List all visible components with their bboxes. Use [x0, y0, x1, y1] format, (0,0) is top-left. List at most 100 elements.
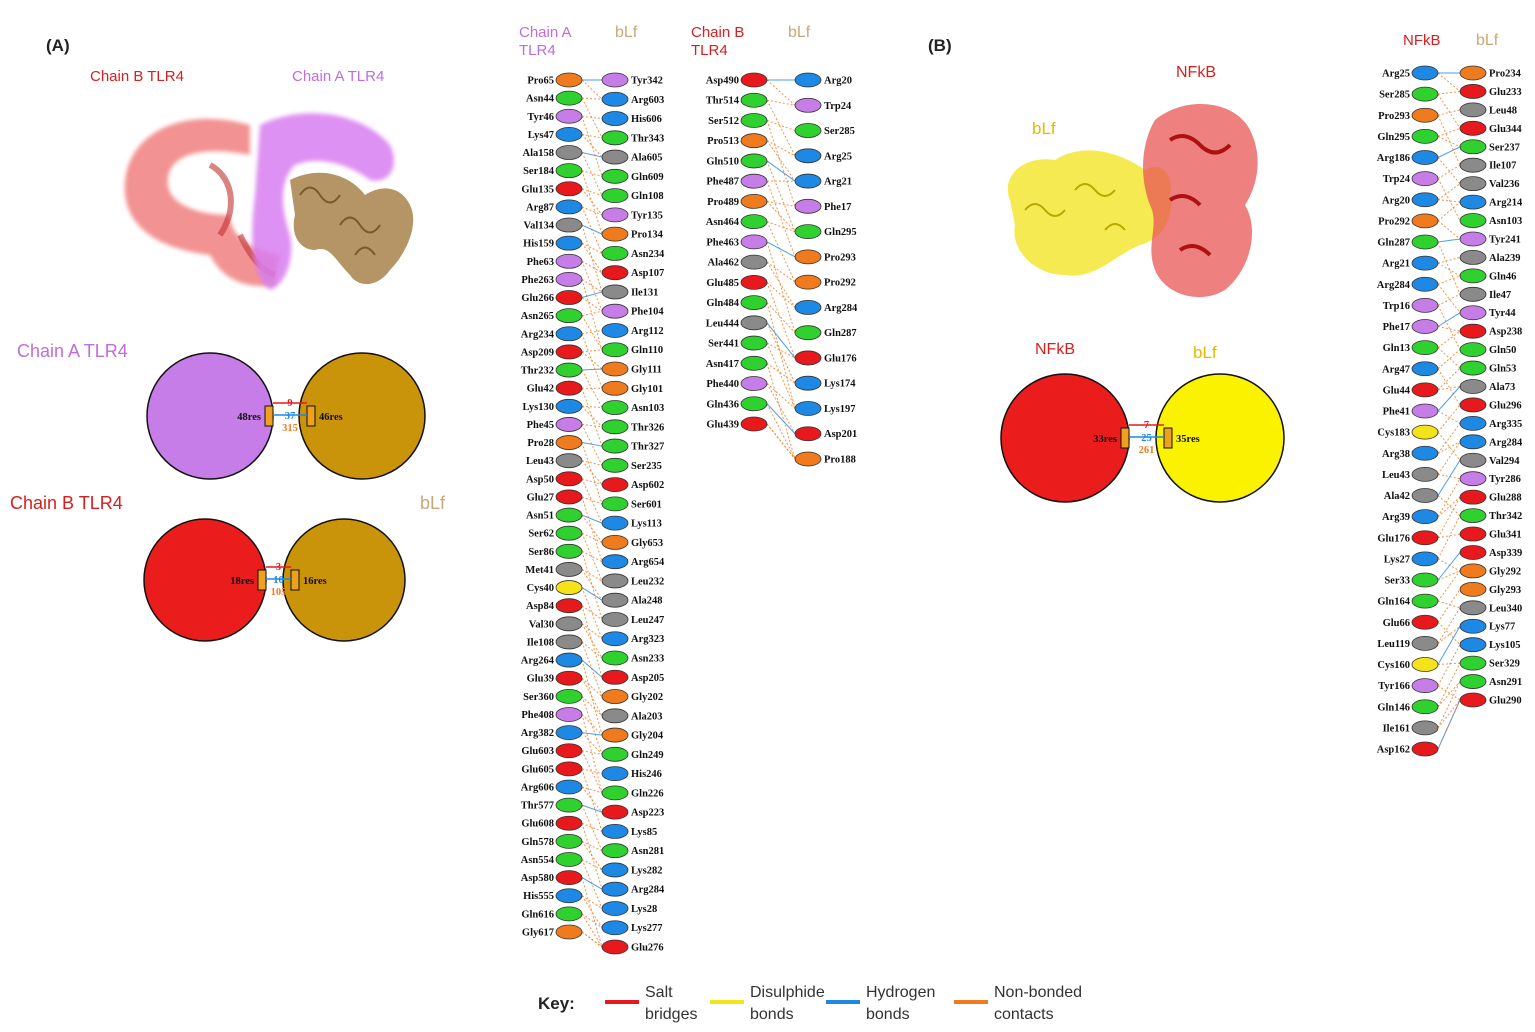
nfkb-blf-structure-image [1007, 103, 1258, 298]
residue-node [794, 274, 822, 290]
residue-node [740, 335, 768, 351]
residue-label: Gln436 [706, 399, 739, 410]
residue-node [555, 507, 583, 523]
residue-node [555, 181, 583, 197]
summary-nfkb-right-label: bLf [1193, 343, 1217, 362]
residue-node [1459, 268, 1487, 284]
residue-label: Gln13 [1383, 343, 1410, 354]
residue-node [555, 562, 583, 577]
residue-node [1411, 678, 1439, 694]
residue-node [1411, 657, 1439, 672]
residue-label: Glu485 [706, 278, 739, 289]
residue-label: Tyr286 [1489, 474, 1521, 485]
residue-label: Gly292 [1489, 566, 1521, 577]
residue-label: Ala73 [1489, 382, 1515, 393]
residue-node [1459, 581, 1487, 597]
residue-node [601, 457, 629, 473]
nfkb-blf-right-circle [1155, 373, 1285, 503]
residue-node [555, 417, 583, 432]
residue-node [740, 355, 768, 371]
residue-label: Leu340 [1489, 603, 1522, 614]
residue-label: Thr232 [521, 366, 554, 377]
residue-label: Thr343 [631, 133, 664, 144]
column-3-contacts [1437, 72, 1461, 750]
residue-node [555, 326, 583, 342]
residue-label: Glu66 [1383, 618, 1410, 629]
residue-node [555, 253, 583, 269]
residue-node [555, 145, 583, 160]
residue-label: Arg25 [1382, 69, 1410, 80]
residue-label: Cys183 [1377, 428, 1410, 439]
residue-node [601, 72, 629, 88]
residue-node [555, 652, 583, 668]
residue-label: Tyr241 [1489, 234, 1521, 245]
residue-label: Ala158 [523, 148, 555, 159]
residue-node [601, 573, 629, 589]
residue-node [794, 451, 822, 467]
residue-label: Arg323 [631, 634, 664, 645]
residue-node [1411, 614, 1439, 630]
residue-label: Pro292 [1378, 216, 1410, 227]
residue-node [1459, 600, 1487, 616]
chain-b-blf-summary: 18res16res310105 [143, 518, 406, 642]
residue-node [601, 708, 629, 724]
nfkb-blf-summary: 33res35res725261 [1000, 373, 1285, 503]
residue-label: Arg21 [824, 177, 852, 188]
residue-node [555, 272, 583, 287]
residue-node [1411, 361, 1439, 377]
residue-node [601, 342, 629, 358]
residue-node [555, 761, 583, 777]
residue-label: Arg603 [631, 95, 664, 106]
residue-label: Gln108 [631, 191, 664, 202]
residue-node [601, 284, 629, 300]
column-1-header-left: TLR4 [519, 42, 556, 59]
residue-node [1459, 176, 1487, 192]
residue-label: Gly202 [631, 692, 663, 703]
residue-node [1411, 107, 1439, 123]
residue-label: Lys282 [631, 865, 663, 876]
chain-a-blf-hbond-count: 37 [285, 411, 296, 422]
residue-label: Asn554 [521, 855, 555, 866]
residue-node [740, 72, 768, 88]
residue-label: Ile47 [1489, 290, 1511, 301]
residue-node [1459, 305, 1487, 321]
residue-node [555, 380, 583, 396]
residue-label: Ile131 [631, 287, 658, 298]
residue-node [794, 426, 822, 442]
residue-node [1459, 84, 1487, 99]
residue-label: Gln616 [521, 909, 554, 920]
residue-label: Val134 [523, 221, 554, 232]
residue-label: Pro234 [1489, 69, 1522, 80]
residue-node [1459, 508, 1487, 523]
residue-node [740, 315, 768, 331]
residue-node [1411, 488, 1439, 503]
residue-label: Trp24 [824, 101, 852, 112]
residue-node [555, 308, 583, 324]
residue-node [794, 401, 822, 416]
residue-node [601, 380, 629, 396]
residue-node [601, 477, 629, 493]
residue-label: Ser86 [528, 547, 554, 558]
residue-node [1411, 297, 1439, 313]
nfkb-blf-hbond-count: 25 [1141, 433, 1152, 444]
residue-node [601, 824, 629, 839]
column-2-header-right: bLf [788, 24, 811, 41]
residue-node [555, 852, 583, 867]
residue-node [794, 123, 822, 138]
residue-node [1459, 434, 1487, 450]
residue-label: Ala42 [1384, 491, 1410, 502]
residue-node [740, 234, 768, 250]
residue-label: Gln287 [1377, 238, 1410, 249]
residue-node [1411, 86, 1439, 102]
residue-node [555, 670, 583, 686]
residue-label: Phe263 [521, 275, 554, 286]
column-2-header-left: Chain B [691, 24, 744, 41]
residue-node [1459, 139, 1487, 155]
residue-column-1: Chain ATLR4bLfPro65Asn44Tyr46Lys47Ala158… [519, 24, 665, 955]
residue-label: Pro292 [824, 278, 856, 289]
